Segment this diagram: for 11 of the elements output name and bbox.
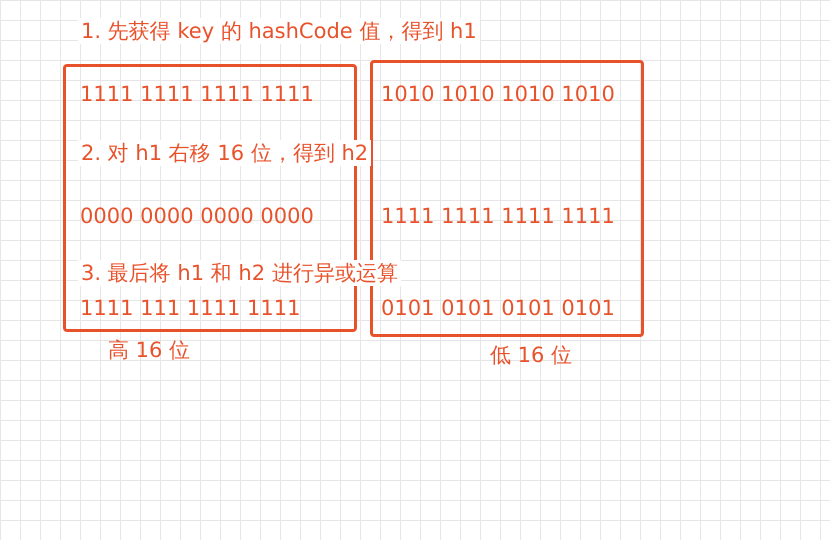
box-caption: 高 16 位 — [108, 337, 190, 363]
binary-value: 1111 111 1111 1111 — [80, 295, 300, 321]
binary-value: 1111 1111 1111 1111 — [381, 203, 615, 229]
binary-value: 0000 0000 0000 0000 — [80, 203, 314, 229]
box-caption: 低 16 位 — [490, 342, 572, 368]
binary-value: 0101 0101 0101 0101 — [381, 295, 615, 321]
binary-value: 1111 1111 1111 1111 — [80, 81, 314, 107]
binary-value: 1010 1010 1010 1010 — [381, 81, 615, 107]
step-text: 2. 对 h1 右移 16 位，得到 h2 — [78, 140, 372, 166]
step-text: 3. 最后将 h1 和 h2 进行异或运算 — [78, 260, 401, 286]
step-text: 1. 先获得 key 的 hashCode 值，得到 h1 — [78, 18, 480, 44]
